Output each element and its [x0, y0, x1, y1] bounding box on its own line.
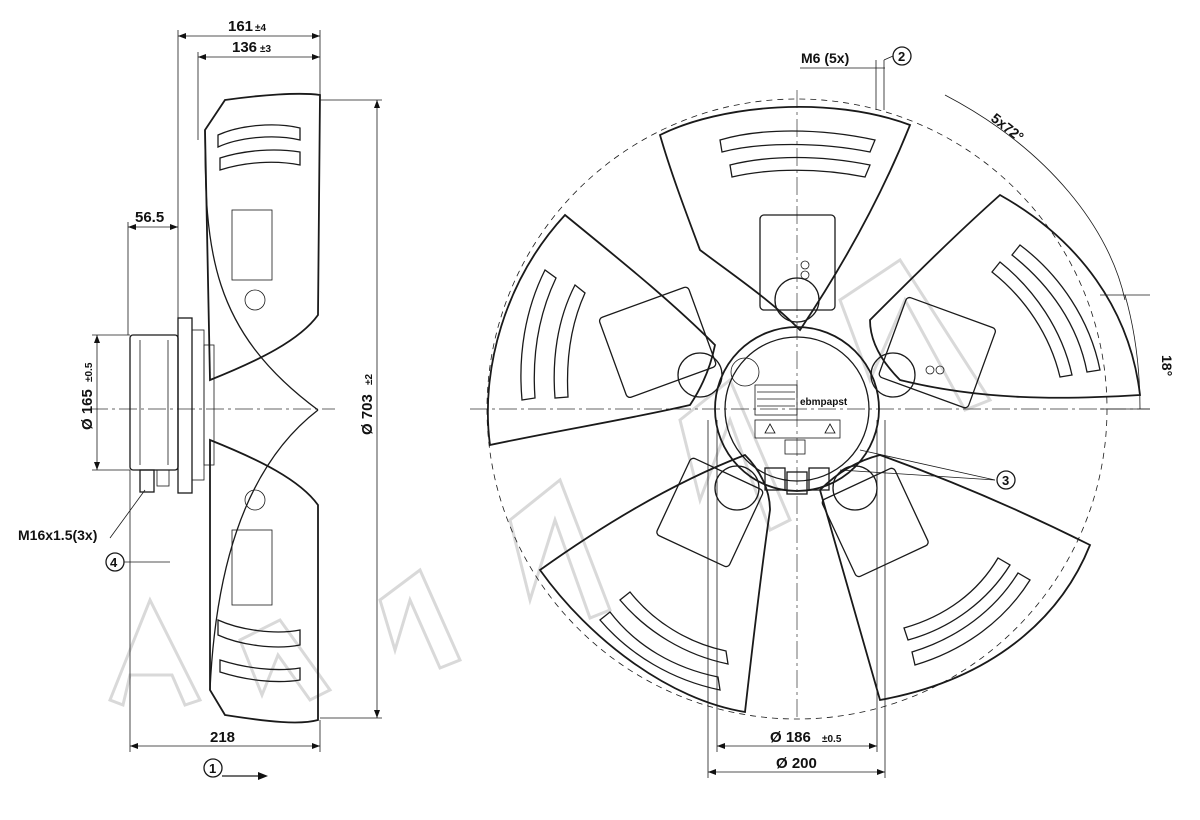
- cable-gland: [139, 469, 155, 493]
- callout-4: 4: [110, 555, 118, 570]
- dim-56-5: 56.5: [135, 209, 164, 226]
- callout-1-circle: [203, 758, 223, 778]
- angle-5x72: 5x72°: [988, 110, 1027, 145]
- spoke-right: [878, 296, 996, 409]
- spoke-left: [598, 286, 717, 399]
- blade-lower: [209, 438, 319, 724]
- dim-dia-703: Ø 703: [359, 394, 376, 435]
- brand-label: ebmpapst: [800, 397, 848, 408]
- spoke-lower-right: [821, 467, 929, 578]
- tol-186: ±0.5: [822, 734, 842, 745]
- motor-housing: [129, 334, 179, 471]
- motor-hub-outer: [714, 326, 880, 492]
- m6-label: M6 (5x): [801, 50, 849, 66]
- blade-5: [487, 213, 716, 447]
- dim-218: 218: [210, 729, 235, 746]
- angle-arc-72: [944, 94, 1126, 301]
- callout-3: 3: [1002, 473, 1009, 488]
- dim-dia-165: Ø 165: [79, 389, 96, 430]
- thread-label: M16x1.5(3x): [18, 527, 97, 543]
- tol-136: ±3: [260, 44, 271, 55]
- spoke-top: [759, 214, 836, 311]
- motor-flange: [177, 317, 193, 494]
- callout-1: 1: [209, 761, 216, 776]
- blade-2: [869, 193, 1142, 399]
- dim-136: 136: [232, 39, 257, 56]
- front-view: ebmpapst M6 (5x) 2 5x72° 18° 3: [470, 46, 1175, 778]
- spoke-lower-left: [656, 457, 764, 568]
- motor-hub-inner: [724, 336, 870, 482]
- blade-4: [538, 453, 771, 714]
- side-view: 161 ±4 136 ±3 56.5 Ø 165 ±0.5 Ø 703: [18, 18, 382, 780]
- callout-2: 2: [898, 49, 905, 64]
- fan-blades: [487, 105, 1142, 714]
- dim-161: 161: [228, 18, 253, 35]
- watermark: [108, 257, 993, 708]
- tol-703: ±2: [364, 374, 375, 385]
- warning-label: [754, 419, 841, 439]
- dim-dia-186: Ø 186: [770, 729, 811, 746]
- dim-dia-200: Ø 200: [776, 755, 817, 772]
- tol-161: ±4: [255, 23, 266, 34]
- tol-165: ±0.5: [84, 362, 95, 382]
- blade-3: [818, 454, 1092, 702]
- blade-upper: [204, 92, 321, 382]
- callout-3-circle: [996, 470, 1016, 490]
- blade-1: [658, 105, 912, 332]
- angle-18: 18°: [1159, 355, 1175, 376]
